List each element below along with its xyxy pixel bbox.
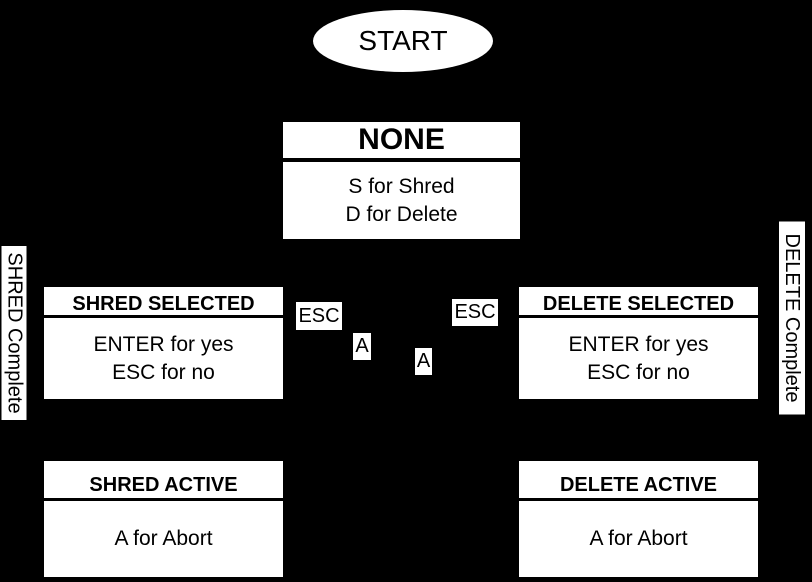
state-delete-selected-title: DELETE SELECTED bbox=[519, 287, 758, 318]
state-delete-active: DELETE ACTIVE A for Abort bbox=[519, 461, 758, 577]
state-shred-active-body: A for Abort bbox=[44, 501, 283, 577]
state-shred-selected-line: ESC for no bbox=[112, 360, 215, 384]
side-label-shred-complete: SHRED Complete bbox=[1, 246, 27, 420]
start-node: START bbox=[313, 10, 493, 72]
state-none-line: D for Delete bbox=[345, 202, 458, 226]
state-shred-active-line: A for Abort bbox=[114, 527, 213, 550]
state-delete-selected: DELETE SELECTED ENTER for yes ESC for no bbox=[519, 287, 758, 399]
state-shred-active-title: SHRED ACTIVE bbox=[44, 461, 283, 501]
state-shred-selected: SHRED SELECTED ENTER for yes ESC for no bbox=[44, 287, 283, 399]
state-delete-active-body: A for Abort bbox=[519, 501, 758, 577]
state-delete-active-line: A for Abort bbox=[589, 527, 688, 550]
state-delete-selected-line: ENTER for yes bbox=[568, 332, 709, 356]
state-delete-selected-line: ESC for no bbox=[587, 360, 690, 384]
state-shred-selected-line: ENTER for yes bbox=[93, 332, 234, 356]
state-shred-selected-body: ENTER for yes ESC for no bbox=[44, 318, 283, 399]
state-none-line: S for Shred bbox=[348, 174, 455, 198]
state-shred-selected-title: SHRED SELECTED bbox=[44, 287, 283, 318]
edge-label-a-right: A bbox=[415, 348, 432, 375]
edge-label-esc-left: ESC bbox=[296, 302, 342, 330]
state-shred-active: SHRED ACTIVE A for Abort bbox=[44, 461, 283, 577]
side-label-delete-complete: DELETE Complete bbox=[779, 221, 805, 415]
edge-label-a-left: A bbox=[353, 333, 371, 360]
edge-label-esc-right: ESC bbox=[452, 299, 498, 326]
state-none-body: S for Shred D for Delete bbox=[283, 162, 520, 239]
state-none: NONE S for Shred D for Delete bbox=[283, 122, 520, 239]
state-none-title: NONE bbox=[283, 122, 520, 162]
start-label: START bbox=[358, 25, 448, 56]
state-delete-selected-body: ENTER for yes ESC for no bbox=[519, 318, 758, 399]
state-delete-active-title: DELETE ACTIVE bbox=[519, 461, 758, 501]
